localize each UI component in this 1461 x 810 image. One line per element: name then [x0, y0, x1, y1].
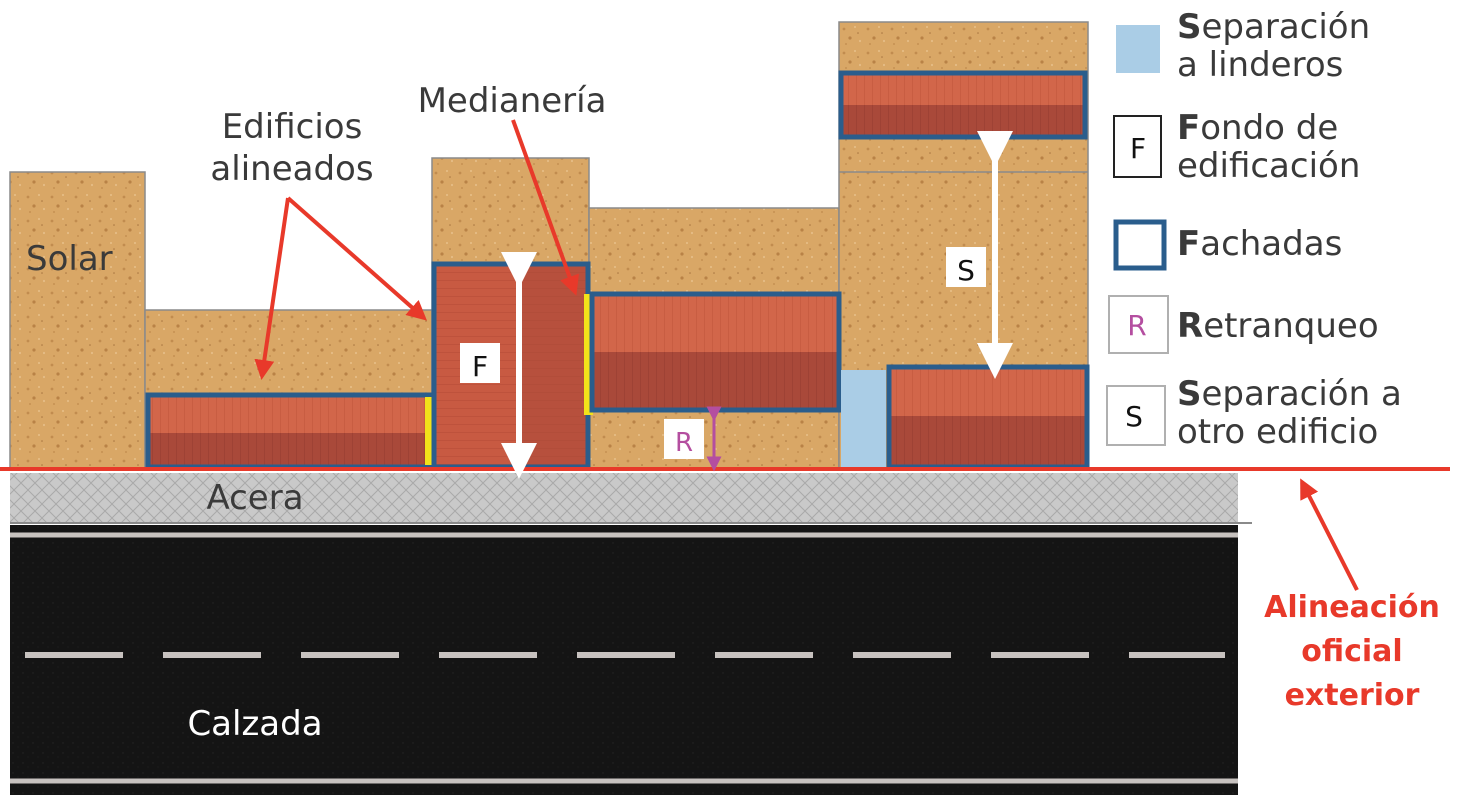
pointer-alineacion: [1300, 478, 1359, 591]
f-marker-box: [460, 343, 500, 383]
label-edificios-2: alineados: [210, 149, 373, 189]
legend-fachadas-line1: Fachadas: [1177, 224, 1342, 264]
legend-fondo-line1: Fondo de: [1177, 108, 1338, 148]
separacion-linderos-zone: [841, 370, 886, 468]
building-4: [886, 364, 1090, 470]
pointer-medianeria: [511, 119, 579, 296]
legend: Separación a linderos F Fondo de edifica…: [1106, 7, 1402, 452]
building-5: [838, 70, 1088, 140]
label-acera: Acera: [206, 478, 303, 518]
medianera-1: [425, 397, 434, 465]
calzada: [10, 525, 1238, 795]
plot-solar: [9, 171, 146, 469]
f-marker-label: F: [472, 350, 488, 383]
legend-fondo-line2: edificación: [1177, 146, 1360, 186]
label-alineacion-2: oficial: [1301, 634, 1402, 669]
pointer-edificios-2: [286, 196, 427, 321]
r-marker-box: [664, 419, 704, 459]
label-alineacion-3: exterior: [1285, 678, 1420, 713]
legend-fondo-symbol: F: [1130, 132, 1146, 165]
building-2: [431, 261, 591, 470]
acera: [10, 473, 1238, 523]
legend-fachadas-swatch: [1113, 219, 1167, 271]
r-marker-label: R: [675, 428, 693, 458]
label-alineacion-1: Alineación: [1264, 590, 1440, 625]
pointer-edificios-1: [254, 197, 290, 380]
building-1: [145, 392, 433, 470]
label-solar: Solar: [26, 239, 113, 279]
building-3: [589, 291, 842, 413]
label-calzada: Calzada: [187, 704, 322, 744]
label-edificios-1: Edificios: [222, 107, 363, 147]
legend-sep-linderos-line1: Separación: [1177, 7, 1370, 47]
s-marker-label: S: [957, 254, 975, 287]
legend-retranqueo-symbol: R: [1127, 309, 1146, 342]
medianera-2: [584, 294, 593, 415]
legend-retranqueo-swatch: [1108, 295, 1169, 354]
legend-sep-edificio-symbol: S: [1125, 400, 1143, 433]
legend-sep-edificio-line2: otro edificio: [1177, 412, 1378, 452]
label-medianeria: Medianería: [418, 81, 607, 121]
legend-sep-edificio-line1: Separación a: [1177, 374, 1402, 414]
legend-fondo-swatch: [1113, 115, 1162, 178]
s-marker-box: [946, 247, 986, 287]
legend-sep-linderos-line2: a linderos: [1177, 45, 1343, 85]
legend-sep-edificio-swatch: [1106, 385, 1166, 446]
legend-retranqueo-line1: Retranqueo: [1177, 306, 1379, 346]
legend-sep-linderos-swatch: [1116, 25, 1160, 73]
